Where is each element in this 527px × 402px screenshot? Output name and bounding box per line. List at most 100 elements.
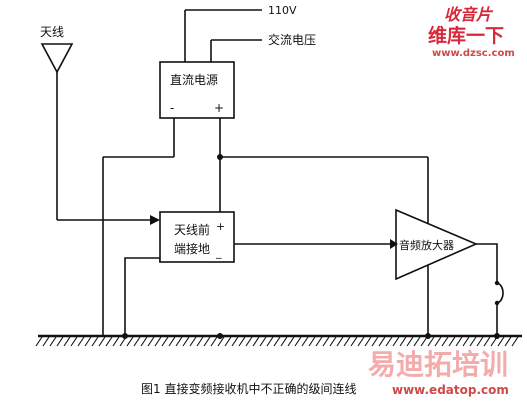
ground-hatch-mark: [231, 336, 239, 347]
ground-hatch-mark: [434, 336, 442, 347]
ground-hatch-mark: [378, 336, 386, 347]
figure-caption: 图1 直接变频接收机中不正确的级间连线: [141, 381, 356, 396]
power-plus-sign: +: [214, 101, 224, 115]
ground-hatch-mark: [322, 336, 330, 347]
ground-hatch-mark: [84, 336, 92, 347]
ground-hatch-mark: [364, 336, 372, 347]
ground-hatch-mark: [154, 336, 162, 347]
ground-hatch-mark: [371, 336, 379, 347]
ground-hatch-mark: [77, 336, 85, 347]
ground-hatch-mark: [238, 336, 246, 347]
ground-hatch-mark: [350, 336, 358, 347]
ground-hatch-mark: [252, 336, 260, 347]
ground-hatch-mark: [259, 336, 267, 347]
ground-hatch-mark: [91, 336, 99, 347]
power-minus-sign: -: [170, 101, 174, 115]
audio-amp-label: 音频放大器: [399, 238, 454, 252]
ground-hatch-mark: [476, 336, 484, 347]
ground-hatch-mark: [56, 336, 64, 347]
ground-hatch-mark: [280, 336, 288, 347]
amp-output: [476, 243, 498, 283]
ground-hatch-mark: [49, 336, 57, 347]
watermark-top-line1: 收音片: [444, 5, 494, 24]
ground-hatch-mark: [448, 336, 456, 347]
ground-hatch-mark: [455, 336, 463, 347]
ground-hatch-mark: [315, 336, 323, 347]
ground-hatch-mark: [42, 336, 50, 347]
frontend-label-line2: 端接地: [174, 241, 210, 256]
watermark-top-url: www.dzsc.com: [432, 48, 515, 59]
voltage-value-label: 110V: [268, 4, 297, 17]
ground-hatch-mark: [469, 336, 477, 347]
ground-hatch-mark: [287, 336, 295, 347]
watermark-bottom-brand: 易迪拓培训: [368, 348, 508, 381]
ground-hatch-mark: [35, 336, 43, 347]
antenna-label: 天线: [40, 25, 64, 39]
voltage-type-label: 交流电压: [268, 32, 316, 47]
ground-hatch-mark: [497, 336, 505, 347]
ground-hatch-mark: [112, 336, 120, 347]
antenna-symbol: [40, 43, 74, 74]
ground-hatch-mark: [266, 336, 274, 347]
ground-hatch-mark: [357, 336, 365, 347]
ground-hatch-mark: [483, 336, 491, 347]
ground-hatch-mark: [196, 336, 204, 347]
ground-hatch-mark: [343, 336, 351, 347]
ground-hatch-mark: [392, 336, 400, 347]
ground-hatch-mark: [399, 336, 407, 347]
ground-hatch-mark: [98, 336, 106, 347]
frontend-ground-path: [124, 257, 160, 336]
ground-hatch-mark: [245, 336, 253, 347]
watermark-top-line2: 维库一下: [428, 24, 504, 47]
ground-hatch-mark: [301, 336, 309, 347]
ground-hatch-mark: [490, 336, 498, 347]
ground-hatch-mark: [168, 336, 176, 347]
ground-hatch-mark: [329, 336, 337, 347]
speaker-terminal-top: [494, 280, 500, 286]
ground-hatch-mark: [336, 336, 344, 347]
ground-hatch-mark: [308, 336, 316, 347]
antenna-arrow-head: [150, 215, 160, 225]
antenna-frontend-block: [159, 211, 235, 263]
ground-bar: [35, 334, 522, 347]
ground-hatch-mark: [462, 336, 470, 347]
ground-hatch-mark: [511, 336, 519, 347]
ground-hatch-mark: [413, 336, 421, 347]
ground-hatch-mark: [504, 336, 512, 347]
ground-hatch-mark: [126, 336, 134, 347]
dc-power-block: [159, 61, 235, 119]
signal-arrow-head: [390, 239, 398, 249]
ground-hatch-mark: [420, 336, 428, 347]
ground-hatch-mark: [182, 336, 190, 347]
ground-hatch-mark: [224, 336, 232, 347]
ground-hatch-mark: [273, 336, 281, 347]
ground-hatch-mark: [161, 336, 169, 347]
dc-power-label: 直流电源: [170, 73, 218, 87]
watermark-bottom-url: www.edatop.com: [392, 383, 509, 397]
junction-power-plus: [217, 154, 223, 160]
ground-hatch-mark: [105, 336, 113, 347]
ground-hatch-mark: [147, 336, 155, 347]
ground-hatch-mark: [189, 336, 197, 347]
frontend-label-line1: 天线前: [174, 222, 210, 237]
ground-hatch-mark: [70, 336, 78, 347]
ground-hatch-mark: [63, 336, 71, 347]
ground-hatch-mark: [217, 336, 225, 347]
ground-hatch-mark: [210, 336, 218, 347]
ground-hatch-mark: [133, 336, 141, 347]
ground-hatch-mark: [294, 336, 302, 347]
ground-hatch-mark: [175, 336, 183, 347]
ground-hatch-mark: [140, 336, 148, 347]
speaker-symbol: [496, 282, 504, 304]
watermark-top: 收音片 维库一下 www.dzsc.com: [428, 5, 515, 59]
ground-hatch-mark: [119, 336, 127, 347]
junctions: [122, 154, 500, 339]
frontend-minus-sign: _: [215, 246, 222, 259]
speaker-terminal-bottom: [494, 300, 500, 306]
ground-hatch-mark: [385, 336, 393, 347]
frontend-plus-sign: +: [216, 220, 225, 233]
ground-hatch-mark: [427, 336, 435, 347]
ground-hatch-mark: [203, 336, 211, 347]
watermark-bottom: 易迪拓培训 www.edatop.com: [368, 348, 509, 397]
